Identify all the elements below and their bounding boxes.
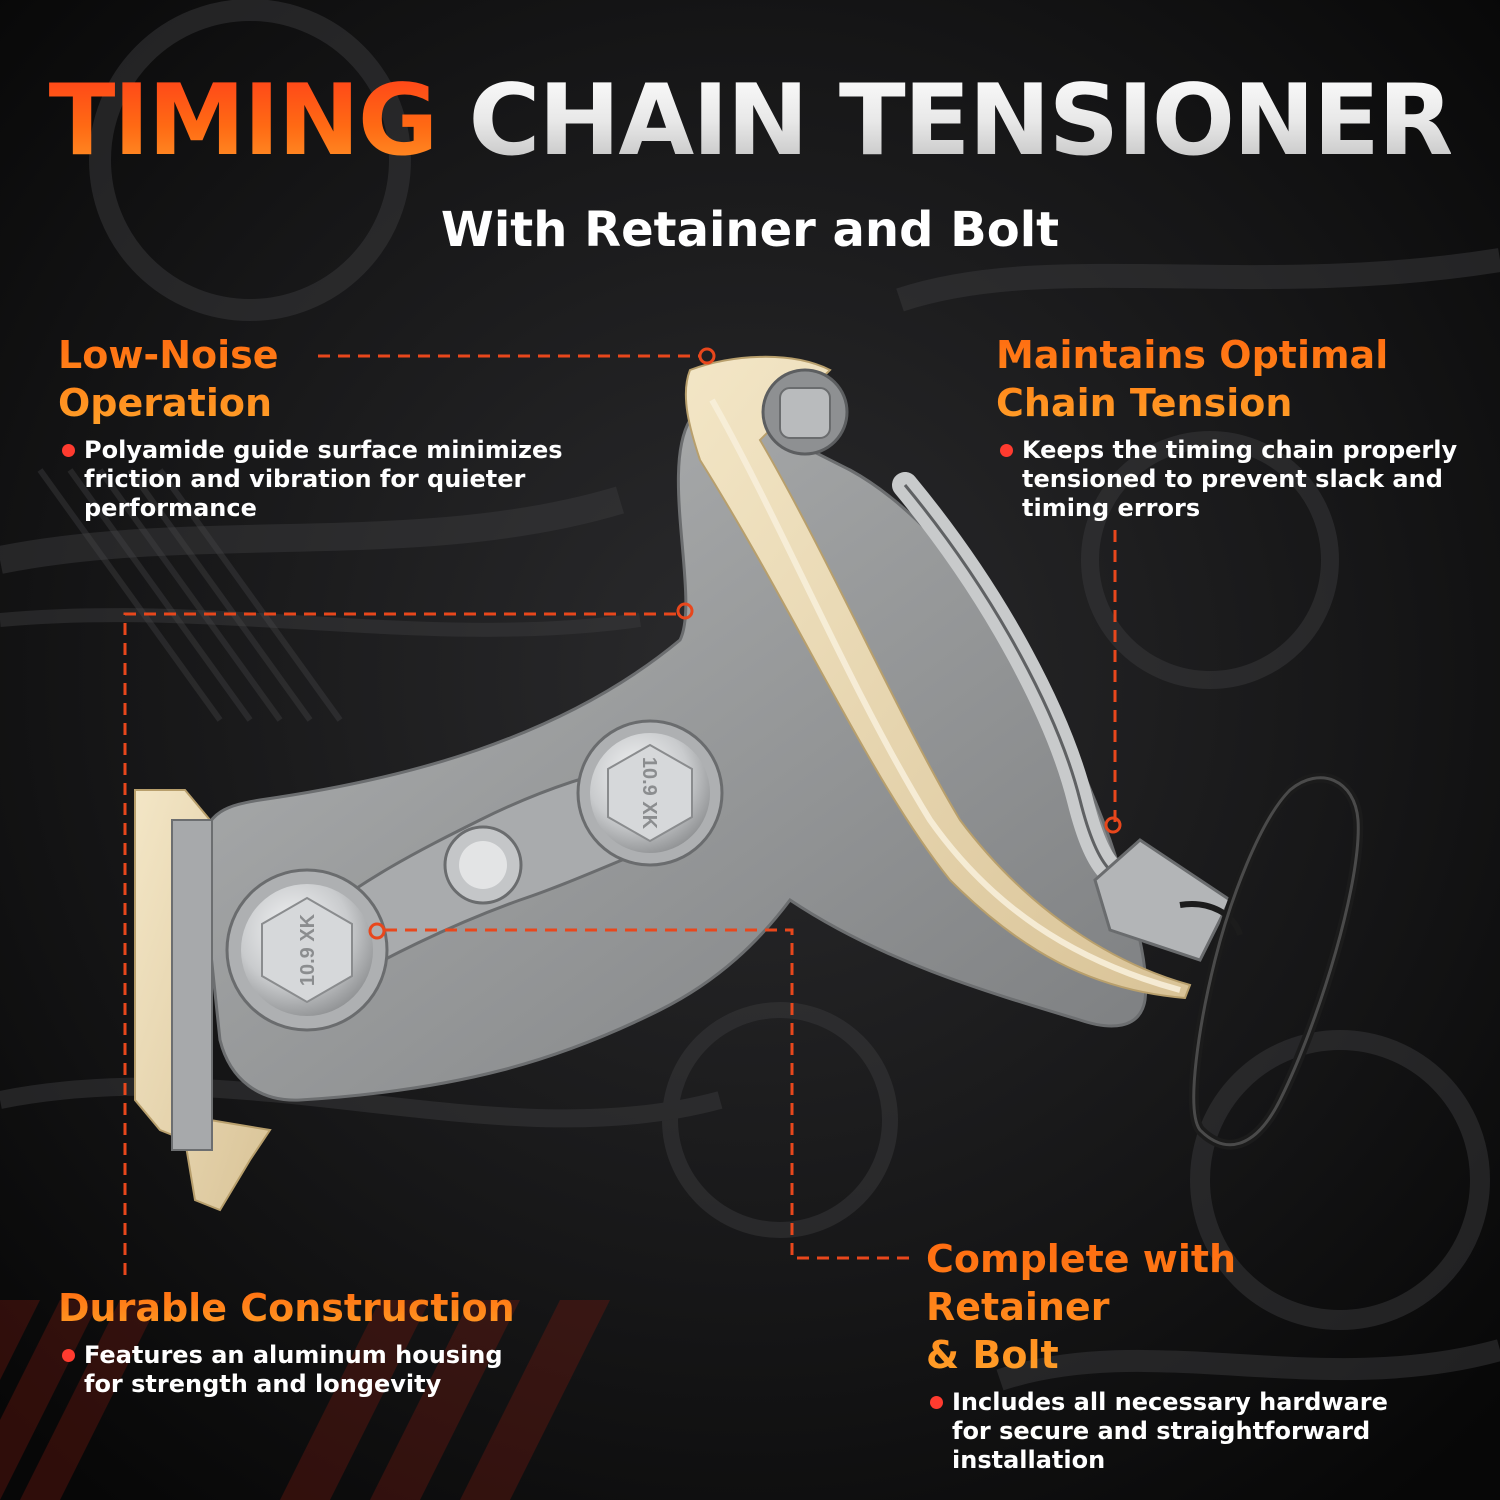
bolt-lower: 10.9 XK <box>225 868 389 1032</box>
feature-title: Complete with Retainer & Bolt <box>926 1236 1426 1380</box>
title-highlight: TIMING <box>48 64 439 178</box>
feature-title: Maintains Optimal Chain Tension <box>996 332 1466 428</box>
feature-title: Low-Noise Operation <box>58 332 578 428</box>
feature-description: Polyamide guide surface minimizes fricti… <box>84 435 563 522</box>
title-rest: CHAIN TENSIONER <box>468 64 1453 178</box>
feature-title: Durable Construction <box>58 1285 528 1333</box>
callout-dot-durable <box>676 602 694 620</box>
feature-description: Keeps the timing chain properly tensione… <box>1022 435 1458 522</box>
feature-retainer-bolt: Complete with Retainer & Bolt Includes a… <box>926 1236 1426 1475</box>
bolt-upper: 10.9 XK <box>576 719 724 867</box>
callout-line-retainer <box>385 928 910 1260</box>
feature-title-line: Operation <box>58 380 273 425</box>
feature-description: Features an aluminum housing for strengt… <box>84 1340 503 1398</box>
bullet-dot-icon <box>1000 443 1013 457</box>
feature-chain-tension: Maintains Optimal Chain Tension Keeps th… <box>996 332 1466 523</box>
bullet-dot-icon <box>930 1395 943 1409</box>
feature-bullet: Includes all necessary hardware for secu… <box>926 1388 1426 1475</box>
left-guide-shoe <box>134 789 272 1212</box>
feature-title-line: & Bolt <box>926 1332 1059 1377</box>
bolt-marking-upper: 10.9 XK <box>638 757 660 830</box>
feature-title-line: Chain Tension <box>996 380 1293 425</box>
page-title: TIMING CHAIN TENSIONER <box>0 67 1500 176</box>
feature-bullet: Polyamide guide surface minimizes fricti… <box>58 436 578 523</box>
callout-dot-tension <box>1104 816 1122 834</box>
callout-line-durable <box>123 612 678 1275</box>
feature-bullet: Features an aluminum housing for strengt… <box>58 1341 528 1399</box>
pivot-pin <box>761 368 849 456</box>
bolt-marking-lower: 10.9 XK <box>297 913 319 986</box>
polyamide-guide <box>684 355 1192 1000</box>
end-clip <box>1093 838 1243 962</box>
callout-dot-retainer <box>368 922 386 940</box>
page-subtitle: With Retainer and Bolt <box>440 202 1060 258</box>
bullet-dot-icon <box>62 443 75 457</box>
feature-bullet: Keeps the timing chain properly tensione… <box>996 436 1466 523</box>
feature-title-line: Complete with Retainer <box>926 1237 1237 1329</box>
retainer-wire <box>1188 772 1364 1150</box>
feature-durable-construction: Durable Construction Features an aluminu… <box>58 1285 528 1399</box>
feature-description: Includes all necessary hardware for secu… <box>952 1387 1388 1474</box>
feature-title-line: Maintains Optimal <box>996 333 1389 377</box>
bullet-dot-icon <box>62 1348 75 1362</box>
callout-dot-low-noise <box>698 347 716 365</box>
feature-title-line: Durable Construction <box>58 1286 515 1330</box>
feature-low-noise: Low-Noise Operation Polyamide guide surf… <box>58 332 578 523</box>
feature-title-line: Low-Noise <box>58 333 279 377</box>
